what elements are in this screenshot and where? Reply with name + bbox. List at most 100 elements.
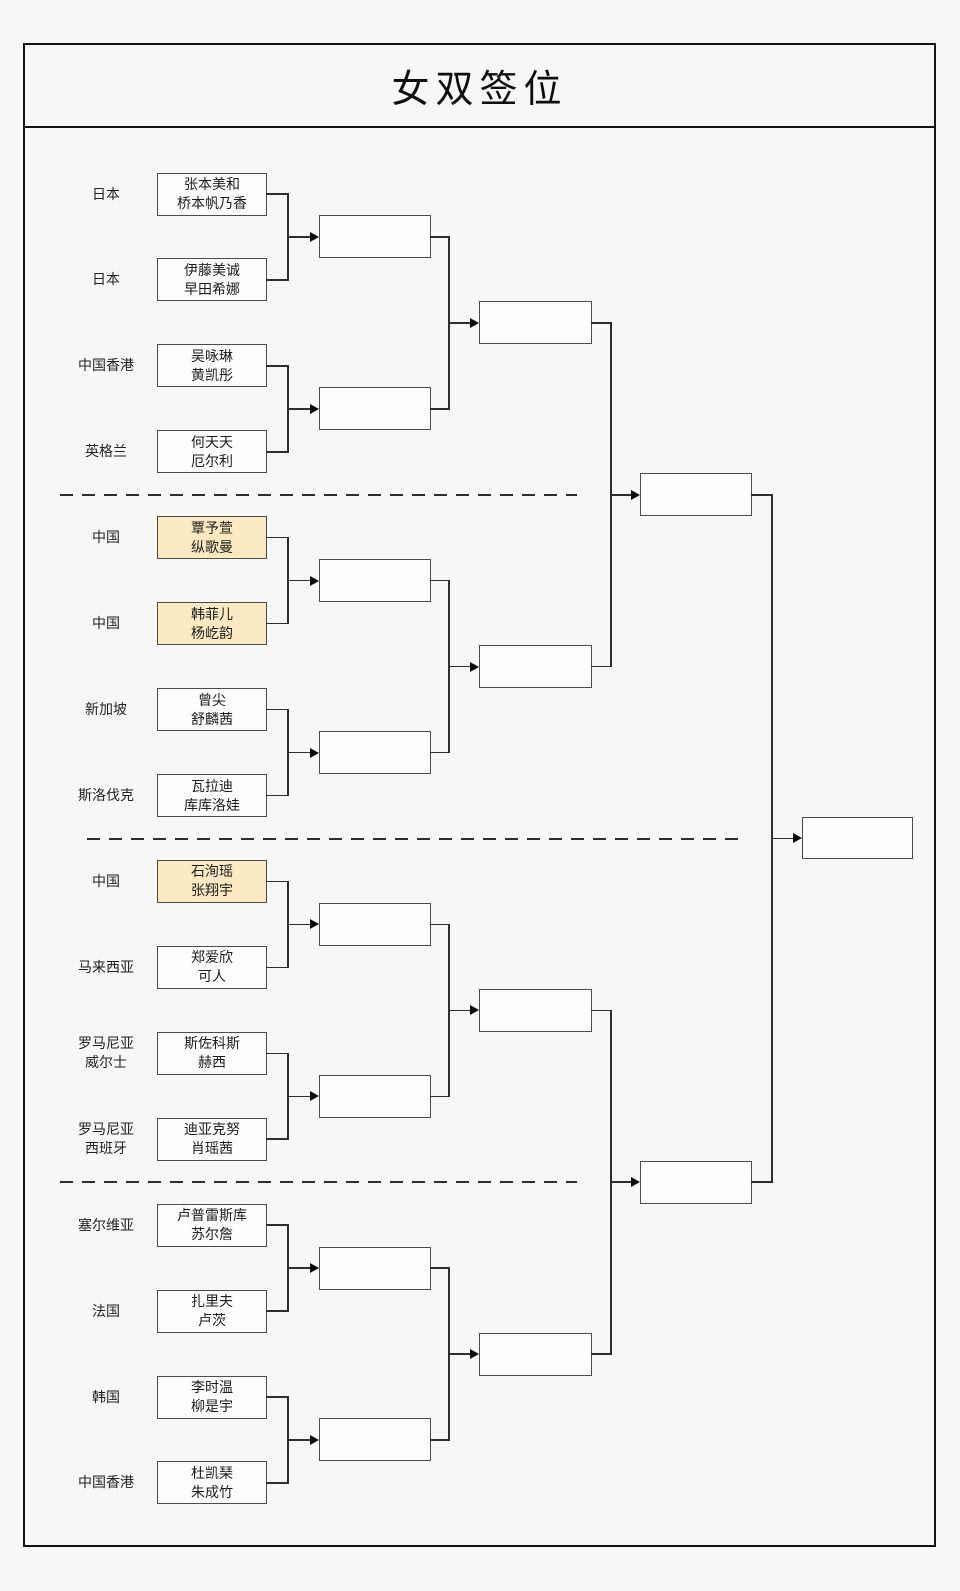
player-name: 扎里夫	[191, 1293, 233, 1310]
team-box: 扎里夫卢茨	[157, 1289, 267, 1333]
connector-stub	[591, 1009, 612, 1012]
connector-stub	[751, 494, 773, 496]
player-name: 卢普雷斯库	[177, 1207, 247, 1224]
player-name: 舒麟茜	[191, 710, 233, 727]
player-name: 石洵瑶	[191, 863, 233, 880]
connector-stub	[266, 279, 289, 281]
country-label: 中国	[45, 614, 167, 633]
country-label: 罗马尼亚威尔士	[45, 1034, 167, 1072]
country-line: 中国	[92, 615, 120, 632]
player-name: 郑爱欣	[191, 949, 233, 966]
country-line: 中国	[92, 872, 120, 889]
team-box: 曾尖舒麟茜	[157, 688, 267, 732]
connector-arrow-line	[287, 751, 313, 754]
connector-stub	[266, 536, 289, 539]
connector-arrow-line	[287, 1095, 313, 1097]
connector-stub	[266, 622, 289, 625]
connector-arrow-line	[287, 408, 313, 410]
connector-arrow-line	[771, 837, 796, 840]
country-line: 法国	[92, 1302, 120, 1319]
player-name: 肖瑶茜	[191, 1140, 233, 1157]
player-name: 可人	[198, 968, 226, 985]
country-label: 日本	[45, 185, 167, 204]
country-line: 中国香港	[78, 1474, 134, 1491]
arrowhead-icon	[310, 403, 319, 414]
connector-stub	[430, 1267, 450, 1269]
connector-stub	[266, 966, 289, 969]
quarterfinal-winner-box	[479, 988, 592, 1032]
round-of-16-winner-box	[319, 1418, 431, 1462]
player-name: 朱成竹	[191, 1483, 233, 1500]
player-name: 纵歌曼	[191, 538, 233, 555]
country-line: 罗马尼亚	[78, 1121, 134, 1138]
section-separator	[60, 1181, 577, 1184]
player-name: 韩菲儿	[191, 605, 233, 622]
connector-stub	[430, 236, 450, 238]
player-name: 吴咏琳	[191, 347, 233, 364]
country-line: 威尔士	[85, 1054, 127, 1071]
quarterfinal-winner-box	[479, 1332, 592, 1376]
country-label: 英格兰	[45, 442, 167, 461]
arrowhead-icon	[310, 1263, 319, 1274]
round-of-16-winner-box	[319, 1074, 431, 1118]
connector-stub	[591, 1353, 612, 1355]
arrowhead-icon	[310, 919, 319, 930]
semifinal-winner-box	[640, 473, 752, 517]
connector-arrow-line	[287, 923, 313, 926]
arrowhead-icon	[310, 575, 319, 586]
arrowhead-icon	[310, 747, 319, 758]
arrowhead-icon	[470, 1349, 479, 1360]
connector-stub	[266, 1482, 289, 1484]
player-name: 桥本帆乃香	[177, 195, 247, 211]
country-line: 西班牙	[85, 1140, 127, 1157]
country-label: 斯洛伐克	[45, 786, 167, 805]
arrowhead-icon	[310, 1434, 319, 1445]
connector-arrow-line	[610, 1181, 634, 1183]
title-bar: 女双签位	[23, 43, 936, 128]
round-of-16-winner-box	[319, 902, 431, 946]
country-line: 日本	[92, 185, 120, 202]
connector-stub	[751, 1181, 773, 1183]
arrowhead-icon	[470, 317, 479, 328]
champion-box	[802, 816, 913, 859]
section-separator	[87, 837, 743, 840]
team-box: 李时温柳是宇	[157, 1375, 267, 1419]
connector-stub	[266, 193, 289, 195]
player-name: 黄凯彤	[191, 366, 233, 383]
country-line: 英格兰	[85, 443, 127, 460]
country-label: 法国	[45, 1302, 167, 1321]
arrowhead-icon	[310, 231, 319, 242]
country-line: 中国香港	[78, 357, 134, 374]
team-box: 吴咏琳黄凯彤	[157, 344, 267, 388]
round-of-16-winner-box	[319, 731, 431, 775]
country-label: 塞尔维亚	[45, 1216, 167, 1235]
connector-stub	[266, 708, 289, 711]
team-box: 斯佐科斯赫西	[157, 1031, 267, 1075]
player-name: 曾尖	[198, 691, 226, 708]
country-line: 斯洛伐克	[78, 787, 134, 803]
connector-arrow-line	[287, 579, 313, 582]
connector-stub	[266, 1224, 289, 1226]
country-line: 塞尔维亚	[78, 1216, 134, 1233]
country-line: 日本	[92, 271, 120, 288]
team-box: 郑爱欣可人	[157, 945, 267, 989]
arrowhead-icon	[793, 833, 802, 844]
team-box: 杜凯琹朱成竹	[157, 1461, 267, 1505]
connector-arrow-line	[448, 322, 473, 324]
country-line: 新加坡	[85, 701, 127, 718]
connector-stub	[430, 751, 450, 754]
arrowhead-icon	[631, 1177, 640, 1188]
player-name: 李时温	[191, 1379, 233, 1396]
player-name: 杨屹韵	[191, 624, 233, 641]
country-line: 马来西亚	[78, 958, 134, 975]
team-box: 何天天厄尔利	[157, 430, 267, 474]
arrowhead-icon	[470, 1005, 479, 1016]
country-label: 马来西亚	[45, 958, 167, 977]
team-box: 覃予萱纵歌曼	[157, 516, 267, 560]
player-name: 迪亚克努	[184, 1121, 240, 1138]
player-name: 张翔宇	[191, 882, 233, 899]
player-name: 何天天	[191, 433, 233, 450]
country-label: 中国	[45, 872, 167, 891]
connector-stub	[430, 923, 450, 926]
